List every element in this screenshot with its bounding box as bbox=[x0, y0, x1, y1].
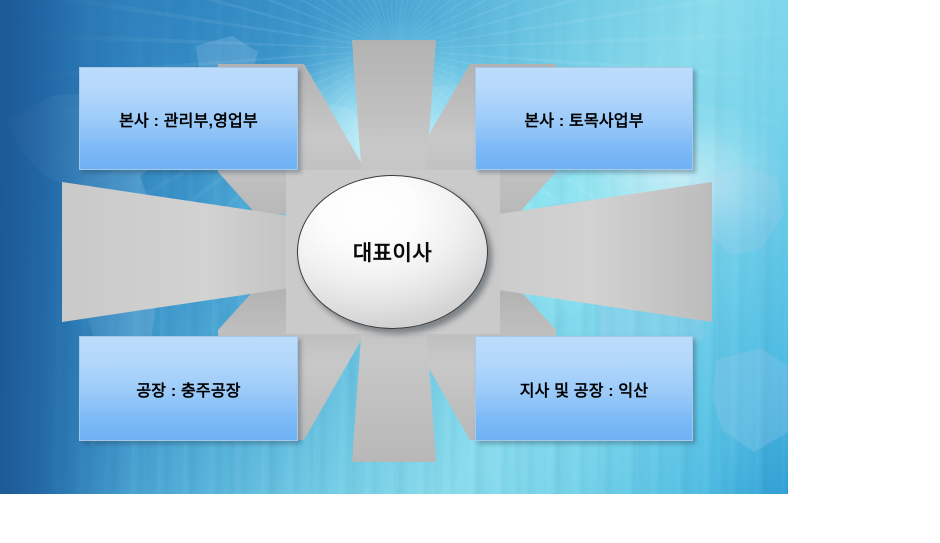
org-box-top-left[interactable]: 본사 : 관리부,영업부 bbox=[79, 67, 298, 170]
org-box-top-right-label: 본사 : 토목사업부 bbox=[524, 112, 644, 130]
org-box-bottom-right-label: 지사 및 공장 : 익산 bbox=[519, 382, 649, 400]
center-node-label: 대표이사 bbox=[352, 242, 433, 265]
org-box-bottom-left[interactable]: 공장 : 충주공장 bbox=[79, 336, 298, 441]
org-box-bottom-right[interactable]: 지사 및 공장 : 익산 bbox=[475, 336, 693, 441]
center-ellipse-node[interactable]: 대표이사 bbox=[297, 175, 488, 329]
org-box-top-right[interactable]: 본사 : 토목사업부 bbox=[475, 67, 693, 170]
org-box-bottom-left-label: 공장 : 충주공장 bbox=[136, 382, 241, 400]
org-box-top-left-label: 본사 : 관리부,영업부 bbox=[119, 112, 258, 130]
slide-background-image: 본사 : 관리부,영업부 본사 : 토목사업부 공장 : 충주공장 지사 및 공… bbox=[0, 0, 788, 494]
